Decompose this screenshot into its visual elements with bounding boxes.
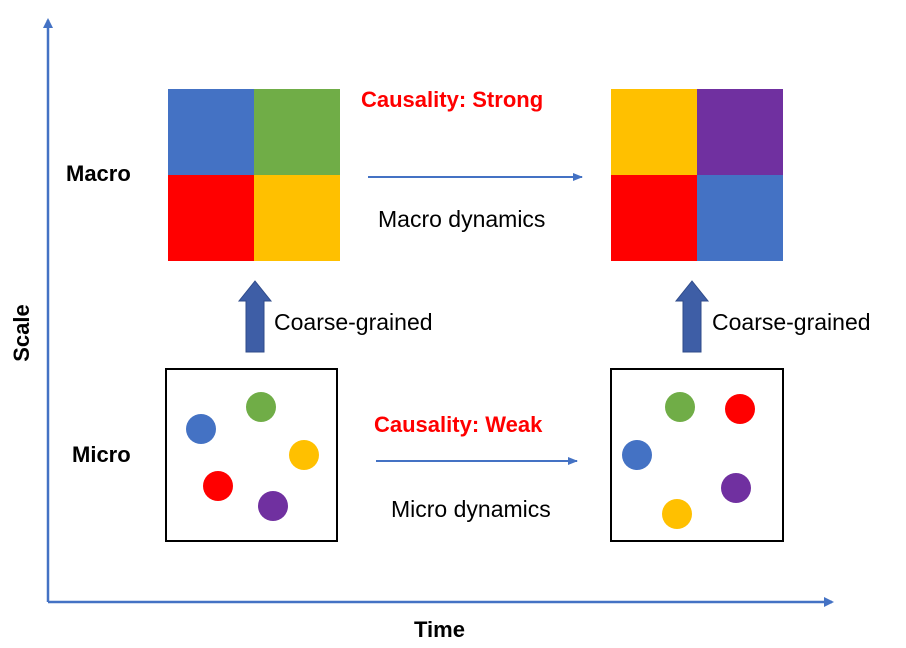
macro-grid-before-cell xyxy=(254,175,340,261)
macro-grid-before-cell xyxy=(168,89,254,175)
x-axis-label: Time xyxy=(414,617,465,642)
axes xyxy=(43,18,834,607)
coarse-grained-label-left: Coarse-grained xyxy=(274,309,433,335)
micro-particles-before xyxy=(186,392,319,521)
macro-grid-before-cell xyxy=(254,89,340,175)
purple-particle xyxy=(721,473,751,503)
micro-level-label: Micro xyxy=(72,442,131,467)
macro-grid-after xyxy=(611,89,783,261)
causality-weak-label: Causality: Weak xyxy=(374,412,543,437)
red-particle xyxy=(203,471,233,501)
green-particle xyxy=(246,392,276,422)
red-particle xyxy=(725,394,755,424)
yellow-particle xyxy=(662,499,692,529)
coarse-grain-arrow-right xyxy=(674,280,710,353)
green-particle xyxy=(665,392,695,422)
y-axis-label: Scale xyxy=(8,304,34,362)
macro-dynamics-label: Macro dynamics xyxy=(378,206,546,232)
causality-strong-label: Causality: Strong xyxy=(361,87,544,112)
macro-grid-after-cell xyxy=(697,175,783,261)
macro-grid-after-cell xyxy=(697,89,783,175)
purple-particle xyxy=(258,491,288,521)
blue-particle xyxy=(622,440,652,470)
coarse-grained-label-right: Coarse-grained xyxy=(712,309,871,335)
micro-dynamics-label: Micro dynamics xyxy=(391,496,551,522)
blue-particle xyxy=(186,414,216,444)
macro-level-label: Macro xyxy=(66,161,131,186)
macro-grid-after-cell xyxy=(611,89,697,175)
micro-particles-after xyxy=(622,392,755,529)
yellow-particle xyxy=(289,440,319,470)
macro-grid-after-cell xyxy=(611,175,697,261)
coarse-grain-arrow-left xyxy=(237,280,273,353)
macro-grid-before xyxy=(168,89,340,261)
macro-grid-before-cell xyxy=(168,175,254,261)
